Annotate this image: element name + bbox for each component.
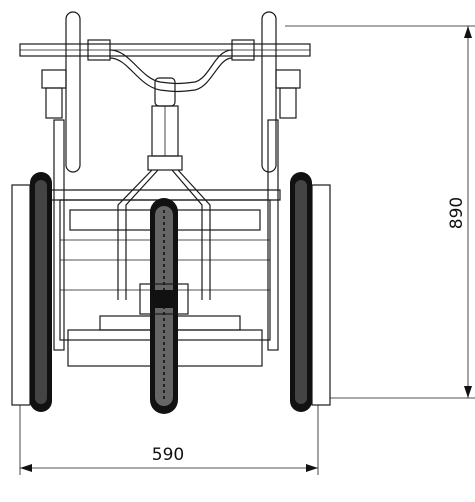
front-fork — [117, 169, 211, 300]
width-dimension — [19, 405, 319, 475]
handlebar-assembly — [19, 11, 311, 173]
front-wheel — [139, 198, 189, 414]
height-dimension-label: 890 — [447, 197, 467, 229]
steering-column — [147, 77, 183, 171]
width-dimension-label: 590 — [152, 445, 184, 465]
rear-wheels — [11, 172, 331, 412]
height-dimension — [285, 25, 475, 399]
